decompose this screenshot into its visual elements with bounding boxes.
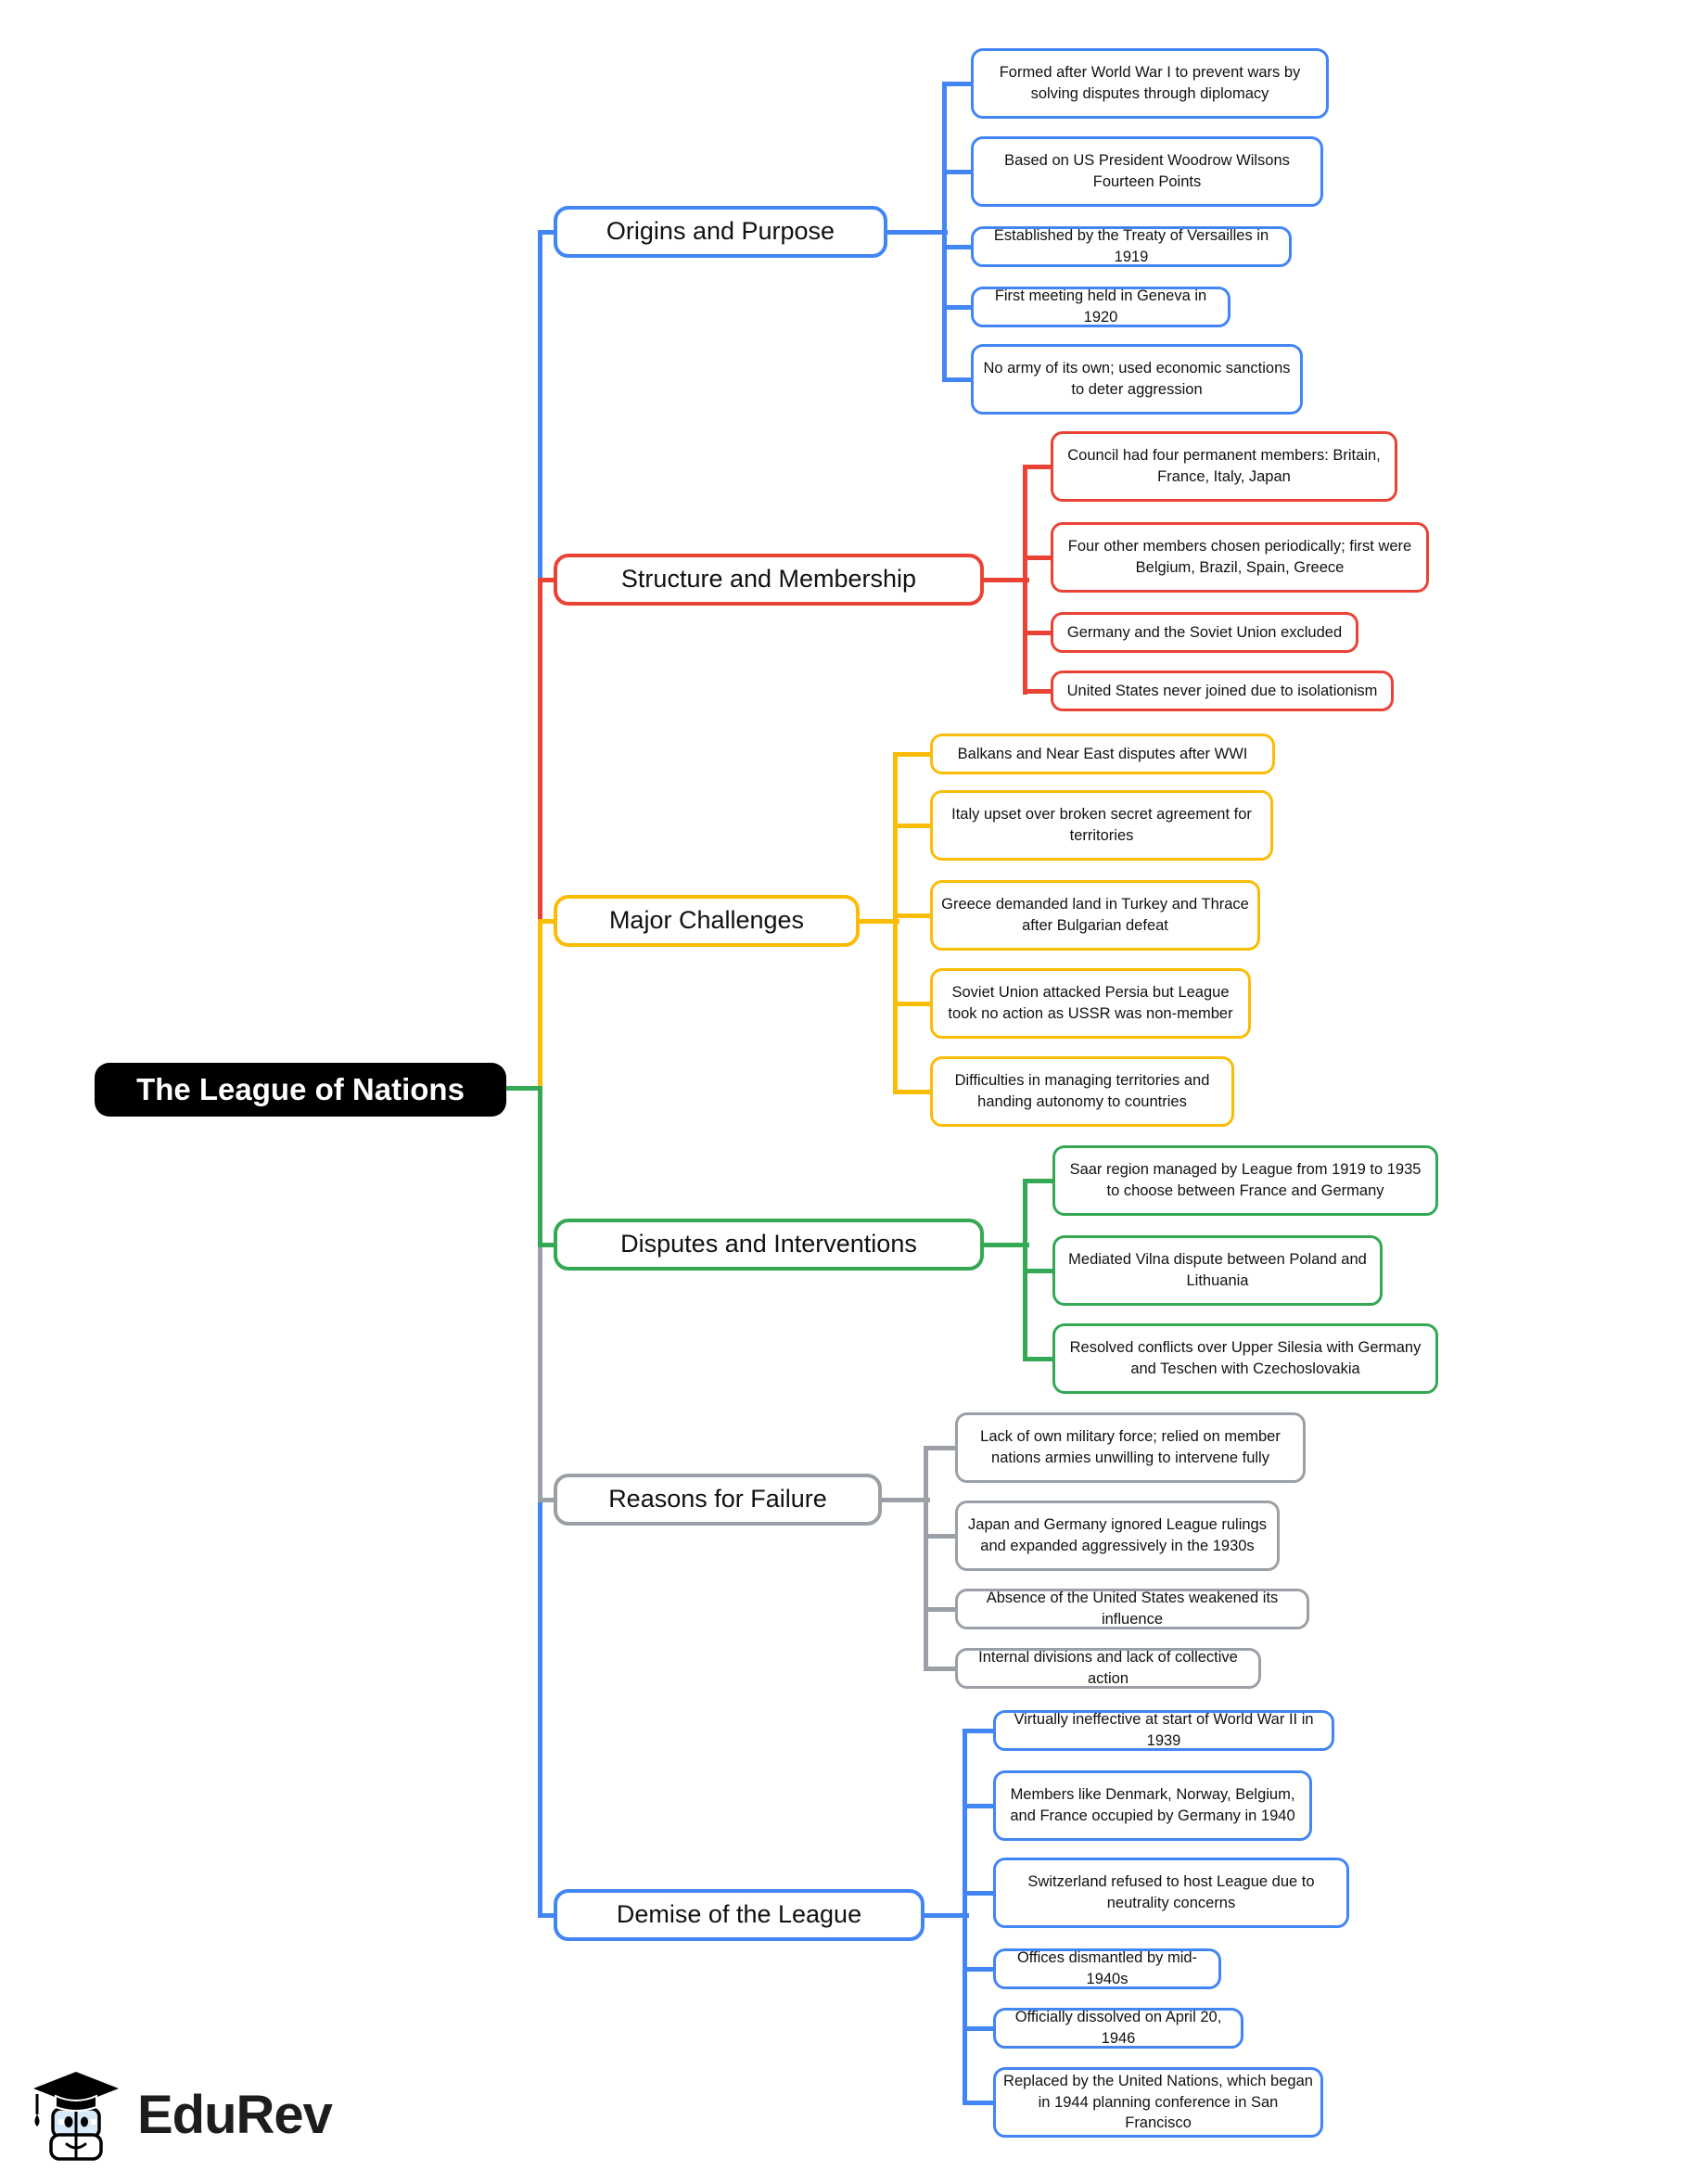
edurev-mascot-icon (28, 2066, 124, 2163)
connector-leaf-stub (1023, 465, 1054, 469)
connector-leaf-stub (893, 1002, 934, 1006)
connector-leaf-stub (924, 1667, 959, 1671)
branch-disputes-and-interventions: Disputes and Interventions (554, 1219, 984, 1271)
connector-leaf-stub (1023, 1357, 1056, 1361)
connector-leaf-stub (942, 305, 975, 310)
connector-leaf-stub (963, 1891, 997, 1896)
leaf-node: Council had four permanent members: Brit… (1051, 431, 1397, 502)
branch-demise-of-the-league: Demise of the League (554, 1889, 925, 1941)
leaf-node: Established by the Treaty of Versailles … (971, 226, 1292, 267)
leaf-node: Saar region managed by League from 1919 … (1052, 1145, 1438, 1216)
spine-segment-challenges (538, 919, 542, 1090)
spine-segment-origins (538, 232, 542, 581)
connector-leaf-stub (942, 170, 975, 174)
connector-leaf-stub (924, 1534, 959, 1539)
connector-leaf-spine (963, 1729, 967, 2104)
leaf-node: Four other members chosen periodically; … (1051, 522, 1429, 593)
connector-leaf-spine (1023, 465, 1027, 695)
connector-leaf-stub (924, 1446, 959, 1450)
connector-leaf-stub (963, 1729, 997, 1733)
leaf-node: Balkans and Near East disputes after WWI (930, 734, 1275, 774)
leaf-node: Internal divisions and lack of collectiv… (955, 1648, 1261, 1689)
leaf-node: Italy upset over broken secret agreement… (930, 790, 1273, 861)
leaf-node: No army of its own; used economic sancti… (971, 344, 1303, 415)
connector-leaf-spine (893, 752, 898, 1093)
leaf-node: United States never joined due to isolat… (1051, 671, 1394, 711)
connector-branch-stub (538, 1243, 556, 1247)
spine-segment-failure (538, 1243, 542, 1501)
connector-leaf-stub (1023, 1179, 1056, 1183)
connector-branch-to-leaves (856, 919, 899, 924)
leaf-node: Replaced by the United Nations, which be… (993, 2067, 1323, 2138)
leaf-node: Mediated Vilna dispute between Poland an… (1052, 1235, 1383, 1306)
spine-segment-disputes (538, 1086, 542, 1246)
leaf-node: First meeting held in Geneva in 1920 (971, 287, 1231, 327)
leaf-node: Absence of the United States weakened it… (955, 1589, 1309, 1629)
leaf-node: Virtually ineffective at start of World … (993, 1710, 1334, 1751)
connector-leaf-stub (942, 245, 975, 249)
connector-branch-to-leaves (981, 578, 1029, 582)
connector-leaf-stub (893, 824, 934, 828)
leaf-node: Resolved conflicts over Upper Silesia wi… (1052, 1323, 1438, 1394)
leaf-node: Officially dissolved on April 20, 1946 (993, 2008, 1243, 2049)
edurev-logo[interactable]: EduRev (28, 2066, 333, 2163)
connector-leaf-stub (963, 2101, 997, 2105)
leaf-node: Based on US President Woodrow Wilsons Fo… (971, 136, 1323, 207)
connector-leaf-stub (924, 1607, 959, 1612)
connector-branch-stub (538, 919, 556, 924)
branch-reasons-for-failure: Reasons for Failure (554, 1474, 882, 1526)
connector-branch-to-leaves (981, 1243, 1029, 1247)
connector-leaf-stub (1023, 1269, 1056, 1273)
connector-leaf-stub (893, 752, 934, 757)
connector-leaf-stub (963, 1967, 997, 1972)
leaf-node: Offices dismantled by mid-1940s (993, 1948, 1221, 1989)
edurev-logo-text: EduRev (137, 2084, 333, 2145)
leaf-node: Greece demanded land in Turkey and Thrac… (930, 880, 1260, 951)
branch-major-challenges: Major Challenges (554, 895, 860, 947)
connector-branch-stub (538, 1913, 556, 1918)
connector-branch-to-leaves (879, 1498, 930, 1502)
branch-structure-and-membership: Structure and Membership (554, 554, 984, 606)
leaf-node: Lack of own military force; relied on me… (955, 1412, 1306, 1483)
connector-root-stub (501, 1086, 542, 1091)
connector-branch-stub (538, 578, 556, 582)
connector-leaf-stub (1023, 631, 1054, 635)
connector-leaf-spine (924, 1446, 928, 1670)
leaf-node: Germany and the Soviet Union excluded (1051, 612, 1358, 653)
leaf-node: Japan and Germany ignored League rulings… (955, 1501, 1280, 1571)
connector-leaf-stub (963, 1804, 997, 1808)
spine-segment-demise (538, 1498, 542, 1917)
connector-leaf-stub (893, 913, 934, 918)
leaf-node: Switzerland refused to host League due t… (993, 1858, 1349, 1928)
connector-leaf-stub (893, 1090, 934, 1094)
connector-branch-to-leaves (881, 230, 948, 235)
connector-leaf-stub (1023, 689, 1054, 694)
connector-leaf-stub (942, 377, 975, 382)
leaf-node: Difficulties in managing territories and… (930, 1056, 1234, 1127)
connector-branch-to-leaves (921, 1913, 969, 1918)
leaf-node: Formed after World War I to prevent wars… (971, 48, 1329, 119)
connector-branch-stub (538, 230, 556, 235)
connector-leaf-stub (963, 2026, 997, 2031)
branch-origins-and-purpose: Origins and Purpose (554, 206, 887, 258)
connector-leaf-spine (942, 82, 947, 382)
connector-leaf-stub (942, 82, 975, 86)
spine-segment-structure (538, 578, 542, 923)
leaf-node: Soviet Union attacked Persia but League … (930, 968, 1251, 1039)
root-node: The League of Nations (95, 1063, 506, 1117)
connector-leaf-stub (1023, 556, 1054, 560)
leaf-node: Members like Denmark, Norway, Belgium, a… (993, 1770, 1312, 1841)
connector-branch-stub (538, 1498, 556, 1502)
